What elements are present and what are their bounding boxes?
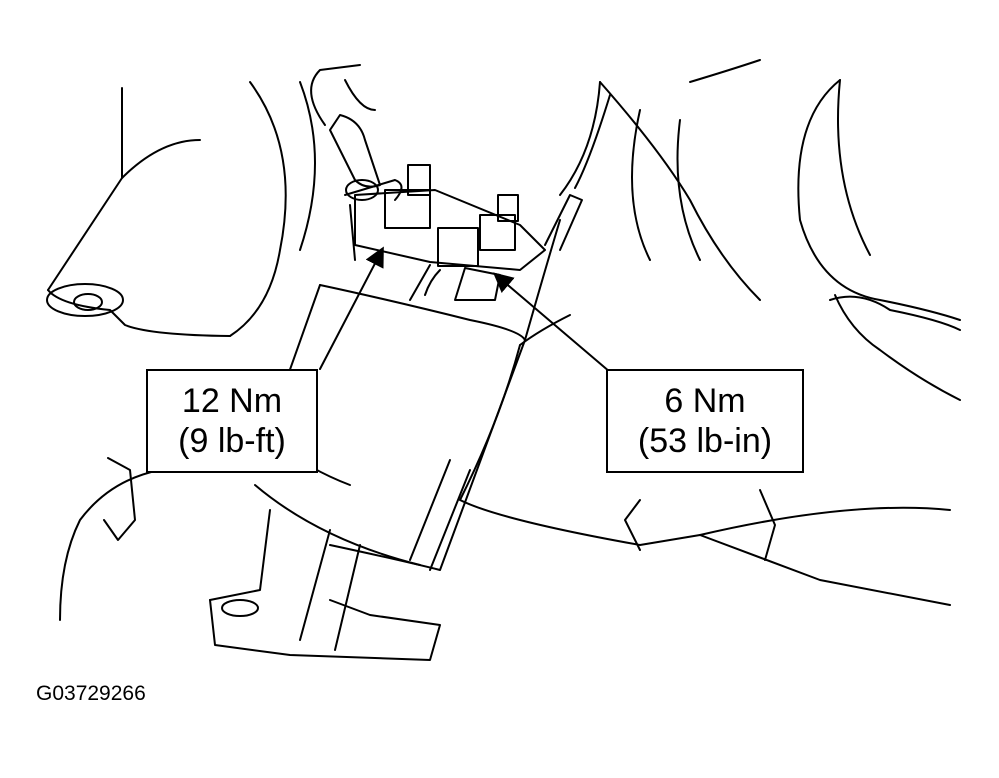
torque-imperial-label: (53 lb-in): [637, 422, 773, 460]
torque-imperial-label: (9 lb-ft): [178, 422, 286, 460]
figure-code: G03729266: [36, 682, 146, 705]
right-cable: [544, 81, 611, 251]
torque-metric-label: 6 Nm: [664, 381, 746, 420]
engine-block: [459, 59, 951, 606]
starter-housing: [59, 457, 441, 661]
leader-arrow-left: [319, 246, 384, 370]
torque-callout-terminal-nut-large: 12 Nm (9 lb-ft): [146, 369, 318, 473]
leader-arrow-right: [492, 272, 611, 373]
torque-metric-label: 12 Nm: [181, 381, 283, 420]
torque-callout-terminal-nut-small: 6 Nm (53 lb-in): [606, 369, 804, 473]
left-cable: [310, 64, 403, 201]
right-bracket: [797, 79, 961, 401]
left-frame-rail: [46, 81, 316, 337]
